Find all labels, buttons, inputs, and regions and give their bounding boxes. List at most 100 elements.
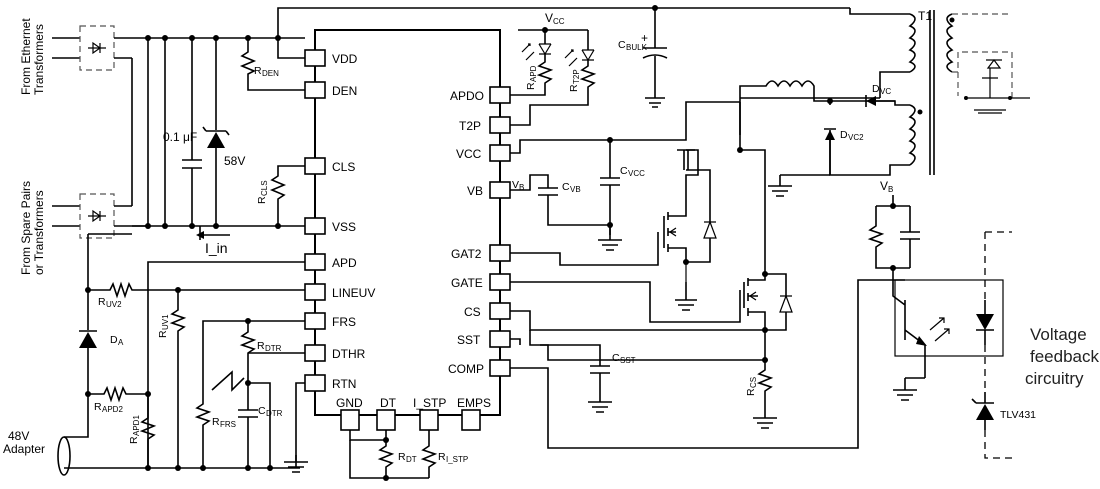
r-cs-sub: CS: [749, 377, 758, 388]
d-vc2-label: D: [840, 129, 848, 141]
bridge-rectifier-ethernet: [52, 25, 148, 71]
zener-58v-label: 58V: [224, 154, 245, 168]
adapter-label-2: Adapter: [3, 442, 45, 456]
pin-dt: DT: [380, 396, 397, 410]
r-apd-sub: APD: [529, 65, 538, 82]
diode-dvc2: D VC2: [824, 128, 864, 175]
r-cls-label: R: [256, 196, 268, 204]
c-bulk-sub: BULK: [626, 43, 648, 52]
r-cs-label: R: [745, 388, 757, 396]
pin-istp: I_STP: [413, 396, 446, 410]
vdd-wire: [277, 38, 305, 59]
pin-dthr: DTHR: [332, 347, 366, 361]
tlv431-shunt: TLV431: [971, 392, 1036, 430]
resistor-apd2: R APD2: [88, 385, 148, 414]
bridge-rectifier-spare: [52, 193, 148, 239]
svg-text:+: +: [641, 31, 648, 45]
pin-vcc: VCC: [456, 147, 482, 161]
pin-gat2: GAT2: [451, 247, 482, 261]
c-sst-label: C: [612, 352, 620, 364]
pin-apd: APD: [332, 256, 357, 270]
feedback-label: Voltage feedback circuitry: [1025, 325, 1099, 388]
pin-t2p: T2P: [459, 119, 481, 133]
ic-bottom-pins: GND DT I_STP EMPS: [336, 396, 491, 431]
r-den-sub: DEN: [262, 69, 279, 78]
pin-lineuv: LINEUV: [332, 286, 375, 300]
r-dtr-sub: DTR: [265, 344, 282, 353]
r-dtr-label: R: [257, 340, 265, 352]
gnd-return-wire: [349, 440, 429, 479]
d-a-label: D: [110, 334, 118, 346]
wire: [248, 382, 271, 468]
r-dt-label: R: [398, 451, 406, 463]
c-vb-label: C: [562, 181, 570, 193]
r-uv1-sub: UV1: [161, 314, 170, 330]
led-t2p: R T2P: [510, 30, 597, 126]
resistor-dt: R DT: [377, 440, 417, 478]
pin-vdd: VDD: [332, 52, 358, 66]
spare-input-label-2: or Transformers: [32, 190, 46, 275]
r-uv1-label: R: [157, 330, 169, 338]
top-rail: [277, 7, 850, 38]
vcc-label: V: [545, 11, 553, 25]
resistor-cs: R CS: [745, 360, 777, 429]
feedback-label-1: Voltage: [1030, 325, 1087, 344]
optocoupler: [892, 279, 1004, 401]
pin-sst: SST: [457, 333, 481, 347]
pin-gnd: GND: [336, 396, 363, 410]
pin-frs: FRS: [332, 315, 356, 329]
r-apd1-label: R: [128, 436, 140, 444]
mosfet-q2: [510, 149, 717, 311]
pin-vb: VB: [467, 184, 483, 198]
r-frs-label: R: [212, 416, 220, 428]
pin-rtn: RTN: [332, 377, 356, 391]
i-in-label: I_in: [205, 240, 228, 256]
pin-cs: CS: [464, 305, 481, 319]
c-bulk-label: C: [618, 39, 626, 51]
r-apd2-label: R: [94, 401, 102, 413]
resistor-uv2: R UV2: [88, 281, 305, 309]
cap-01uf-label: 0.1 μF: [163, 130, 197, 144]
ground-symbol: [768, 174, 830, 197]
r-apd1-sub: APD1: [132, 415, 141, 436]
d-vc-label: D: [872, 83, 880, 95]
input-labels: From Ethernet Transformers From Spare Pa…: [3, 18, 46, 456]
resistor-uv1: R UV1: [157, 290, 187, 468]
feedback-boundary: [984, 231, 1012, 459]
d-vc-sub: VC: [880, 87, 891, 96]
mosfet-main: [510, 271, 793, 333]
adapter-label-1: 48V: [8, 429, 29, 443]
current-arrow: I_in: [196, 226, 230, 256]
ethernet-input-label-1: From Ethernet: [19, 18, 33, 95]
c-dtr-label: C: [258, 405, 266, 417]
spare-input-label-1: From Spare Pairs: [19, 181, 33, 275]
c-sst-sub: SST: [620, 356, 636, 365]
rtn-wire: [295, 382, 305, 468]
feedback-label-2: feedback: [1030, 347, 1099, 366]
vb-label: V: [880, 179, 888, 193]
capacitor-bulk: + C BULK: [618, 5, 668, 108]
pin-vss: VSS: [332, 220, 356, 234]
r-istp-label: R: [438, 451, 446, 463]
ic-left-pins: VDD DEN CLS VSS APD LINEUV FRS DTHR RTN: [304, 49, 375, 392]
feedback-label-3: circuitry: [1025, 369, 1084, 388]
resistor-istp: R I_STP: [420, 430, 468, 478]
frs-dthr-network: R FRS R DTR C DTR: [194, 320, 305, 468]
pin-apdo: APDO: [450, 89, 484, 103]
ground-symbol: [284, 455, 308, 473]
r-frs-sub: FRS: [220, 420, 236, 429]
input-capacitor: 0.1 μF: [163, 38, 202, 226]
diode-da: D A: [79, 262, 124, 394]
capacitor-vb: C VB: [538, 181, 610, 226]
ethernet-input-label-2: Transformers: [32, 24, 46, 95]
c-vcc-sub: VCC: [628, 169, 645, 178]
r-uv2-label: R: [98, 296, 106, 308]
vb-wire: [510, 174, 549, 191]
resistor-cls: R CLS: [256, 165, 305, 226]
vcc-sub: CC: [553, 17, 565, 26]
pin-gate: GATE: [451, 276, 483, 290]
r-uv2-sub: UV2: [106, 300, 122, 309]
cs-wire: [510, 310, 765, 331]
resistor-den: R DEN: [239, 38, 305, 91]
